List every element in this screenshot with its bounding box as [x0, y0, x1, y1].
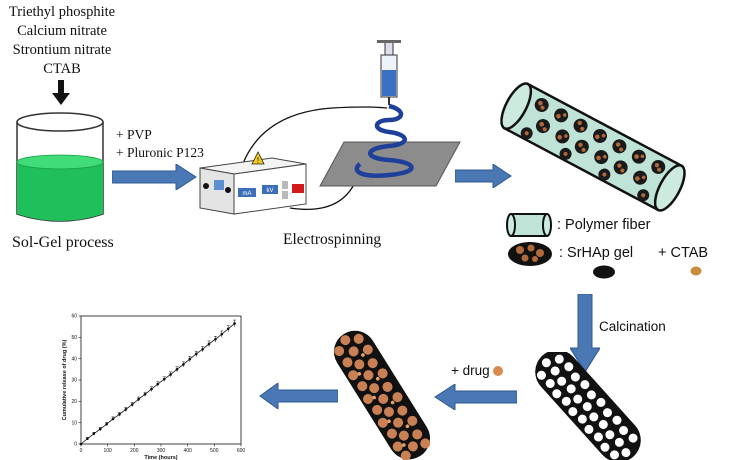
fiber-coil	[354, 103, 414, 178]
y-tick-label: 0	[74, 442, 77, 448]
beaker	[16, 112, 104, 222]
data-point	[226, 327, 230, 331]
data-point	[220, 332, 224, 336]
data-point	[111, 417, 115, 421]
data-point	[182, 363, 185, 366]
polymer-fiber-legend-icon	[506, 213, 552, 237]
reagent-strontium-nitrate: Strontium nitrate	[12, 42, 112, 58]
x-tick-label: 500	[210, 448, 219, 454]
additive-pvp: + PVP	[116, 127, 152, 142]
data-point	[118, 413, 121, 416]
reagent-triethyl-phosphite: Triethyl phosphite	[8, 4, 116, 20]
reagent-calcium-nitrate: Calcium nitrate	[17, 23, 107, 39]
ctab-particle-icon	[690, 266, 702, 276]
data-point	[98, 427, 102, 431]
x-tick-label: 200	[130, 448, 139, 454]
arrow-right-2	[455, 164, 512, 188]
reagent-ctab: CTAB	[43, 61, 81, 77]
legend-polymer-fiber: : Polymer fiber	[557, 217, 651, 233]
data-point	[194, 352, 198, 356]
srhap-gel-legend-icon	[508, 242, 552, 266]
y-tick-label: 50	[71, 335, 77, 341]
polymer-fiber-with-gel	[500, 82, 686, 212]
arrow-right-1	[112, 164, 197, 190]
y-tick-label: 60	[71, 314, 77, 320]
data-point	[79, 442, 83, 446]
legend-ctab: + CTAB	[658, 245, 709, 261]
solgel-label: Sol-Gel process	[12, 234, 114, 251]
collector-plate	[319, 141, 461, 187]
x-tick-label: 400	[183, 448, 192, 454]
data-point	[214, 337, 217, 341]
data-point	[201, 347, 204, 351]
svg-text:!: !	[257, 156, 259, 165]
kv-label: kV	[266, 188, 273, 194]
green-solution	[17, 160, 103, 221]
data-point	[105, 422, 108, 426]
data-point	[162, 377, 166, 381]
data-point	[137, 397, 140, 401]
arrow-left-2	[259, 383, 338, 409]
data-point	[150, 387, 153, 391]
data-point	[188, 357, 192, 361]
y-tick-label: 40	[71, 356, 77, 362]
reagent-list: Triethyl phosphite Calcium nitrate Stron…	[6, 3, 118, 79]
data-point	[143, 392, 147, 396]
calcination-label: Calcination	[599, 319, 666, 334]
data-point	[169, 373, 172, 376]
electrospinning-apparatus: ! mA kV	[199, 40, 461, 215]
data-point	[124, 408, 128, 411]
data-point	[233, 322, 236, 325]
additive-p123: + Pluronic P123	[116, 145, 204, 160]
data-point	[92, 432, 96, 436]
y-tick-label: 20	[71, 399, 77, 405]
plot-frame	[80, 315, 242, 445]
drug-particle-icon	[493, 366, 503, 376]
down-arrow-icon	[52, 80, 70, 105]
y-tick-label: 30	[71, 378, 77, 384]
data-point	[175, 368, 179, 371]
arrow-down-calcination	[570, 294, 600, 373]
syringe	[377, 40, 401, 105]
y-tick-label: 10	[71, 420, 77, 426]
x-axis-label: Time (hours)	[144, 455, 177, 460]
data-point	[130, 403, 134, 406]
electrospinning-label: Electrospinning	[283, 231, 382, 248]
drug-loaded-fiber	[333, 330, 431, 460]
data-point	[156, 382, 160, 386]
data-point	[86, 437, 89, 440]
x-tick-label: 300	[157, 448, 166, 454]
x-tick-label: 600	[237, 448, 246, 454]
gel-particle-icon	[593, 265, 615, 279]
legend-srhap-gel: : SrHAp gel	[559, 245, 634, 261]
drug-label: + drug	[451, 363, 490, 378]
arrow-left-1	[434, 384, 517, 410]
y-axis-label: Cumulative release of drug (%)	[62, 339, 68, 420]
x-tick-label: 100	[103, 448, 112, 454]
power-supply: ! mA kV	[199, 151, 307, 215]
data-point	[207, 342, 211, 346]
calcined-fiber	[535, 352, 641, 460]
x-tick-label: 0	[80, 448, 83, 454]
ma-label: mA	[243, 191, 252, 197]
